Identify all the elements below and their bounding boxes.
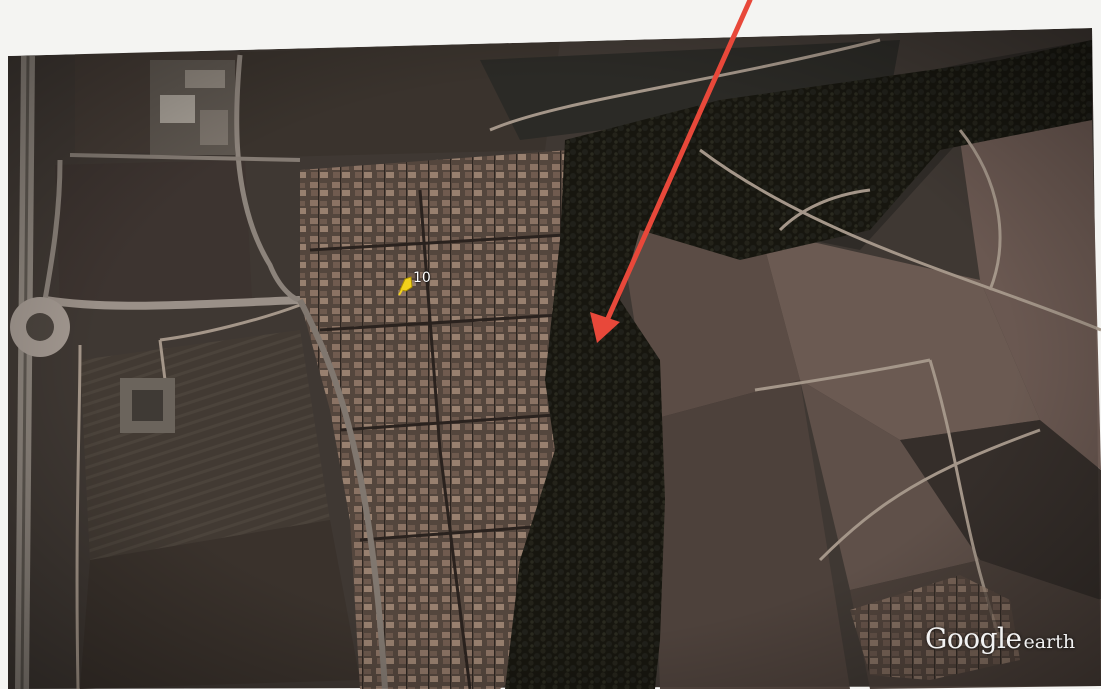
watermark-product: earth (1023, 631, 1076, 653)
placemark-10 (398, 276, 413, 296)
placemark-label[interactable]: 10 (413, 270, 431, 286)
annotation-arrow (590, 0, 753, 343)
yellow-pushpin-icon (399, 276, 413, 292)
watermark-brand: Google (925, 622, 1022, 655)
arrow-head-icon (590, 312, 620, 343)
